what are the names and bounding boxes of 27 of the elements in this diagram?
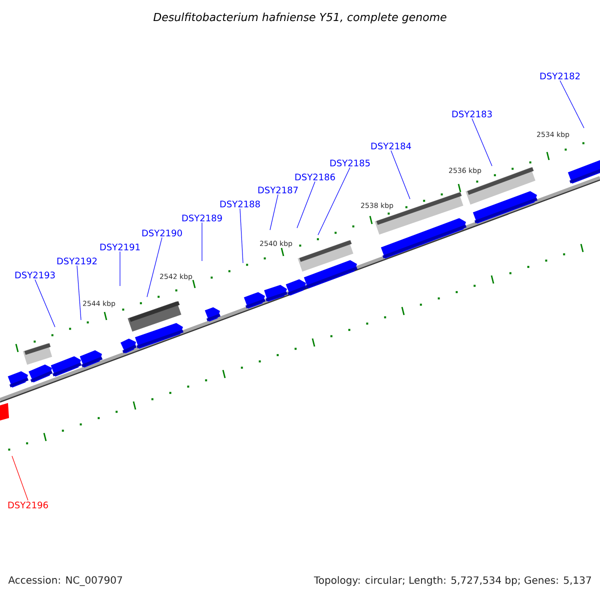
leader-line <box>296 181 316 228</box>
gene-label: DSY2196 <box>8 502 48 508</box>
leader-line <box>560 80 584 128</box>
gene-label: DSY2189 <box>182 214 222 222</box>
gene-label: DSY2187 <box>258 186 298 194</box>
leader-line <box>390 150 410 200</box>
leader-line <box>472 118 492 166</box>
gene-label: DSY2182 <box>540 72 580 80</box>
gene-label: DSY2186 <box>295 174 335 180</box>
footer-text: Topology: circular; Length: 5,727,534 bp; Genes: 5,137 <box>314 576 591 586</box>
gene-label: DSY2184 <box>371 142 412 150</box>
footer-text: Accession: NC_007907 <box>8 576 122 586</box>
leader-line <box>76 265 82 320</box>
gene-label: DSY2193 <box>15 272 55 278</box>
leader-line <box>12 456 28 501</box>
leader-line <box>34 279 56 328</box>
leader-line <box>240 208 244 264</box>
gene-label: DSY2192 <box>57 258 97 264</box>
gene-label: DSY2188 <box>220 200 260 208</box>
leader-line <box>270 194 278 230</box>
gene-label: DSY2191 <box>100 244 140 250</box>
leader-line <box>146 237 162 298</box>
gene-label: DSY2185 <box>330 160 370 166</box>
gene-label: DSY2183 <box>452 110 492 118</box>
title: Desulfitobacterium hafniense Y51, complete genome <box>153 12 446 24</box>
leader-line <box>318 167 350 236</box>
gene-label: DSY2190 <box>142 230 182 236</box>
